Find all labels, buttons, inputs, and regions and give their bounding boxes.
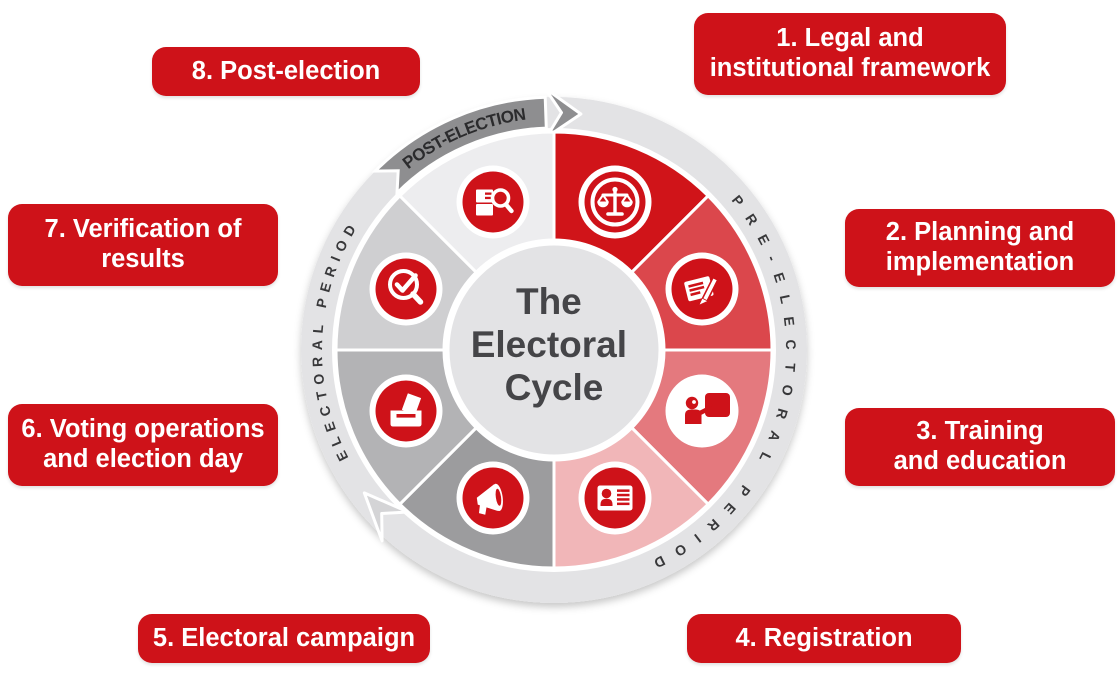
scales-of-justice-icon bbox=[578, 165, 652, 239]
center-circle bbox=[442, 238, 666, 462]
stage-label-4: 4. Registration bbox=[687, 614, 961, 663]
stage-label-2: 2. Planning and implementation bbox=[845, 209, 1115, 287]
stage-label-1: 1. Legal and institutional framework bbox=[694, 13, 1006, 95]
clockwise-arrowhead-icon bbox=[543, 86, 583, 139]
id-card-icon bbox=[578, 461, 652, 535]
magnifier-check-icon bbox=[369, 252, 443, 326]
stage-label-3: 3. Training and education bbox=[845, 408, 1115, 486]
trainer-presentation-icon bbox=[665, 374, 739, 448]
transition-arrowhead-icon bbox=[362, 491, 410, 543]
center-title: The Electoral Cycle bbox=[471, 281, 638, 408]
stage-label-8: 8. Post-election bbox=[152, 47, 420, 96]
document-pen-icon bbox=[665, 252, 739, 326]
stage-label-7: 7. Verification of results bbox=[8, 204, 278, 286]
stage-label-5: 5. Electoral campaign bbox=[138, 614, 430, 663]
stage-label-6: 6. Voting operations and election day bbox=[8, 404, 278, 486]
documents-magnifier-icon bbox=[456, 165, 530, 239]
ballot-box-icon bbox=[369, 374, 443, 448]
post-election-band bbox=[371, 95, 548, 197]
megaphone-icon bbox=[456, 461, 530, 535]
